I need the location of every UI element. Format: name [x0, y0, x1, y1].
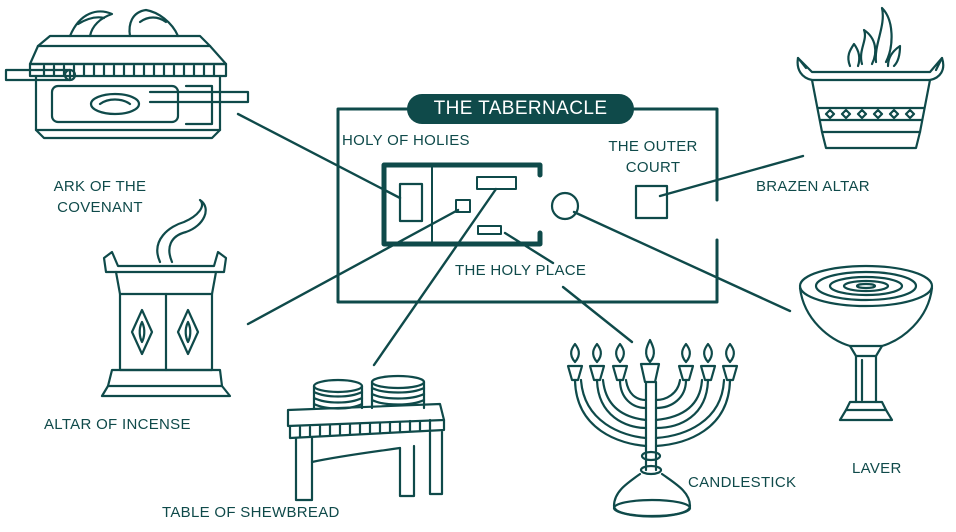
laver-marker [550, 191, 580, 221]
brazen-altar-label: BRAZEN ALTAR [756, 178, 870, 195]
candlestick-marker [477, 225, 502, 235]
tabernacle-plan [336, 107, 719, 304]
brazen-altar-icon [796, 6, 945, 150]
ark-label-line1: ARK OF THE [53, 178, 147, 195]
laver-label: LAVER [852, 460, 902, 477]
holy-place-label: THE HOLY PLACE [455, 262, 587, 279]
table-of-shewbread-label: TABLE OF SHEWBREAD [162, 504, 340, 521]
altar-of-incense-label: ALTAR OF INCENSE [44, 416, 191, 433]
candlestick-icon [566, 338, 739, 518]
outer-court-label-line2: COURT [625, 159, 681, 176]
ark-of-covenant-icon [4, 8, 250, 140]
ark-marker [398, 182, 424, 223]
laver-icon [798, 264, 934, 422]
outer-court-label: THE OUTER COURT [597, 136, 709, 178]
incense-altar-marker [455, 199, 471, 213]
altar-of-incense-icon [100, 198, 232, 398]
connector-lines [236, 112, 805, 367]
outer-court-label-line1: THE OUTER [608, 138, 698, 155]
ark-label: ARK OF THE COVENANT [20, 176, 180, 218]
diagram-title: THE TABERNACLE [407, 94, 634, 124]
candlestick-label: CANDLESTICK [688, 474, 797, 491]
shewbread-table-marker [476, 176, 517, 190]
ark-label-line2: COVENANT [57, 199, 143, 216]
brazen-altar-marker [634, 184, 669, 220]
holy-of-holies-label: HOLY OF HOLIES [342, 132, 470, 149]
table-of-shewbread-icon [286, 374, 446, 502]
